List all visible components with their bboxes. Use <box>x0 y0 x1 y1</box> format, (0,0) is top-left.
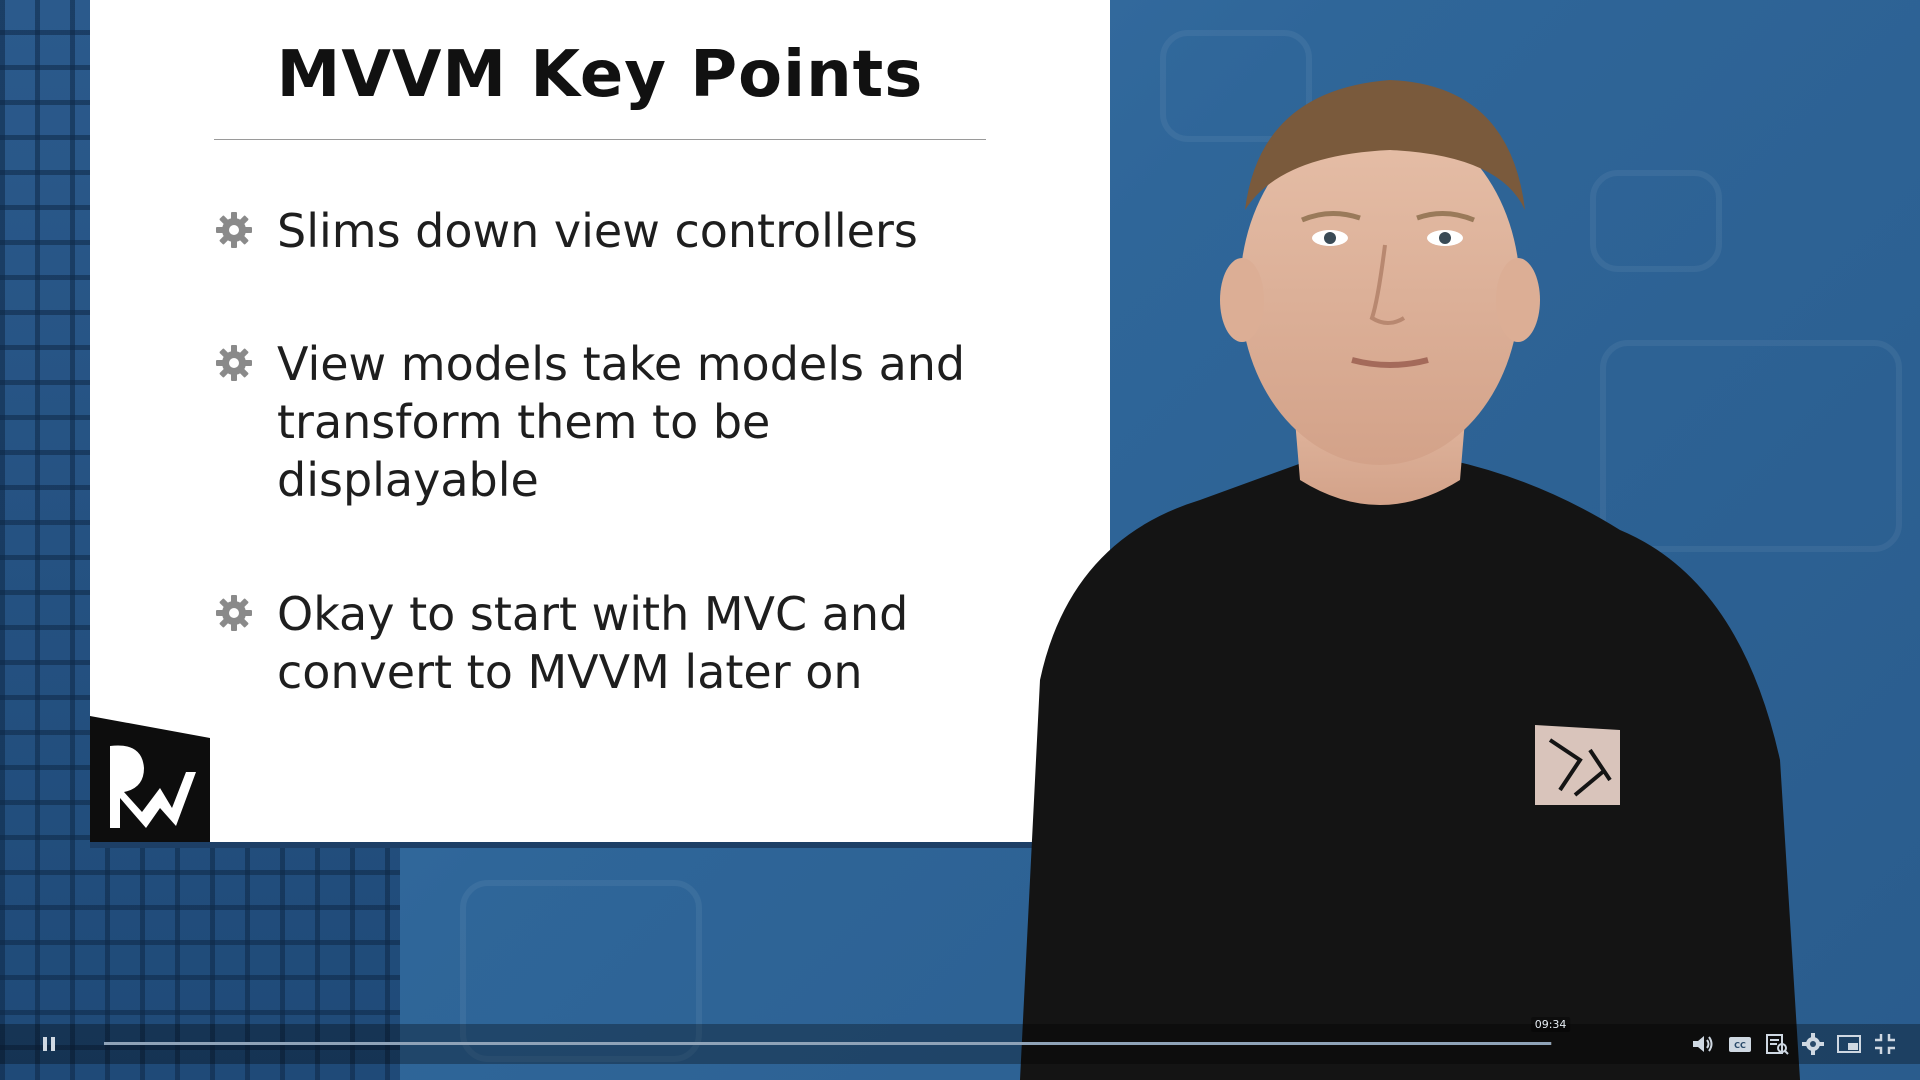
gear-icon <box>216 212 252 248</box>
bullet-text: Slims down view controllers <box>277 204 918 258</box>
heart-background-icon <box>460 880 702 1062</box>
exit-fullscreen-icon[interactable] <box>1872 1032 1898 1056</box>
title-divider <box>214 139 986 140</box>
presentation-slide: MVVM Key Points Slims down view controll… <box>90 0 1110 842</box>
pause-icon <box>43 1037 47 1051</box>
settings-icon[interactable] <box>1800 1032 1826 1056</box>
app-background-icon <box>1160 30 1312 142</box>
slide-title: MVVM Key Points <box>276 38 924 112</box>
gear-icon <box>216 345 252 381</box>
progress-bar[interactable] <box>104 1042 1552 1045</box>
presenter-video <box>1020 80 1800 1080</box>
time-tooltip: 09:34 <box>1530 1017 1571 1032</box>
picture-in-picture-icon[interactable] <box>1836 1032 1862 1056</box>
transcript-icon[interactable] <box>1764 1032 1790 1056</box>
app-background-icon <box>1590 170 1722 272</box>
progress-fill <box>104 1042 1551 1045</box>
bullet-text: Okay to start with MVC and convert to MV… <box>277 587 909 699</box>
pause-button[interactable] <box>38 1033 60 1055</box>
gear-icon <box>216 595 252 631</box>
svg-text:CC: CC <box>1734 1041 1746 1050</box>
captions-icon[interactable]: CC <box>1727 1032 1753 1056</box>
swift-background-icon <box>1600 340 1902 552</box>
raywenderlich-logo-icon <box>90 716 210 842</box>
bullet-text: View models take models and transform th… <box>277 337 966 507</box>
volume-icon[interactable] <box>1690 1032 1716 1056</box>
